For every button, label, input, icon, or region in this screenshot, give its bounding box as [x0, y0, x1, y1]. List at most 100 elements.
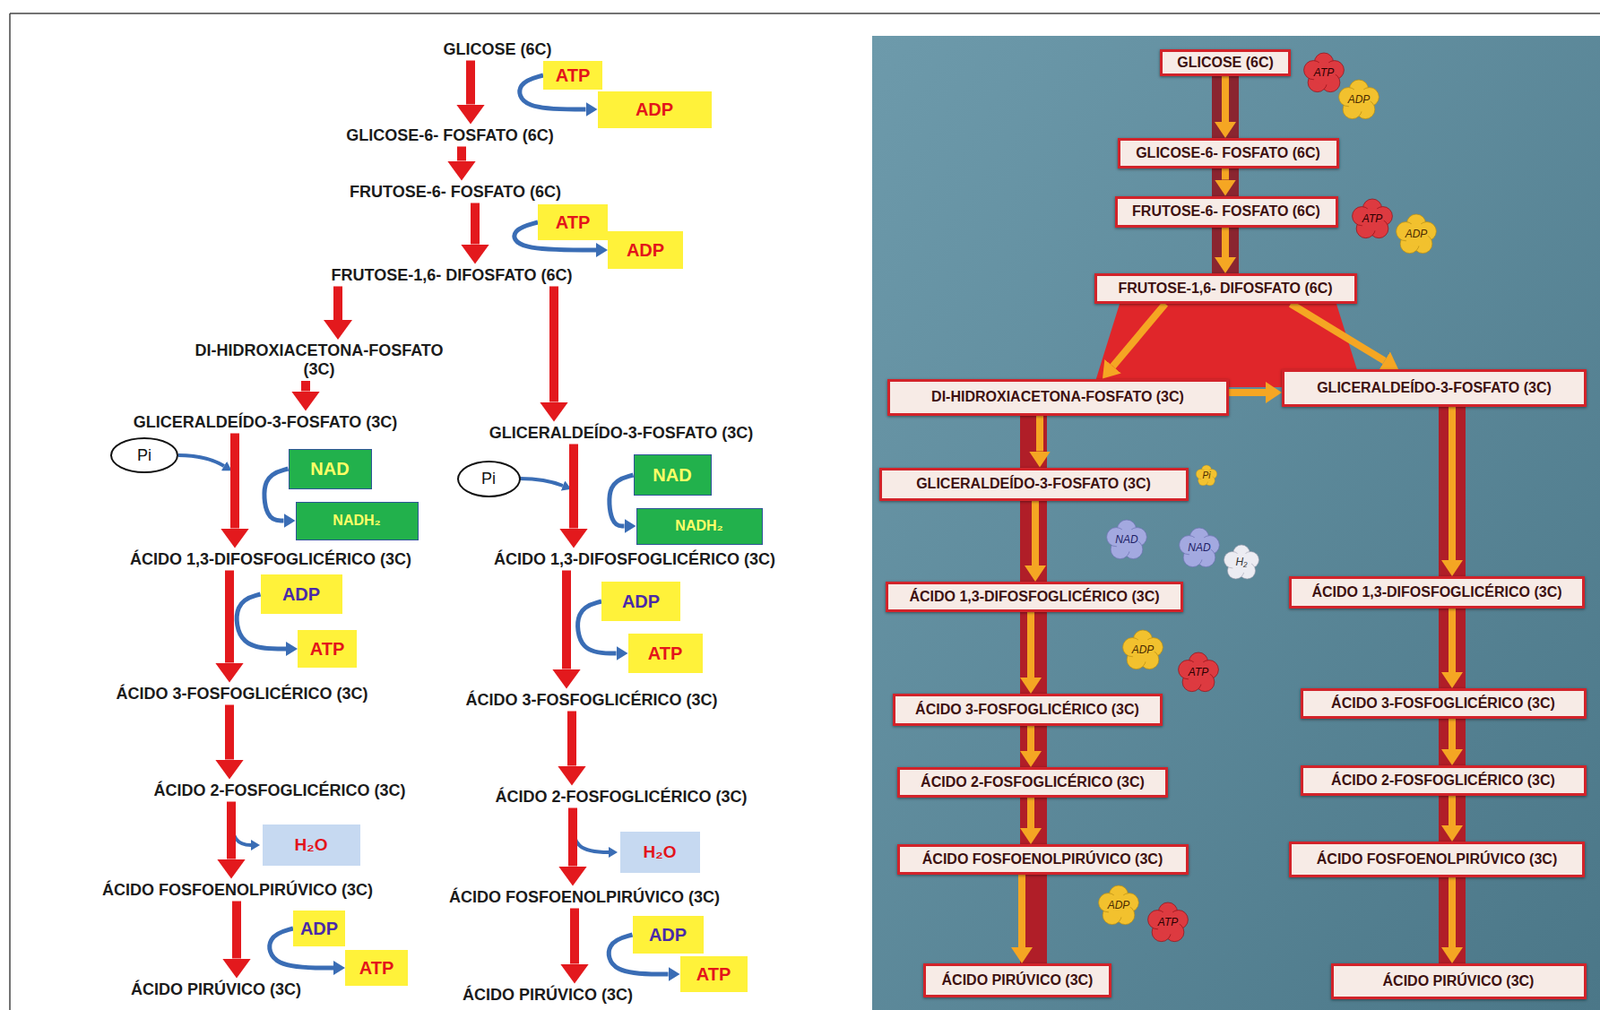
paper-label: ÁCIDO PIRÚVICO (3C): [923, 963, 1112, 998]
paper-label: ÁCIDO 1,3-DIFOSFOGLICÉRICO (3C): [1288, 576, 1585, 609]
label-text: Pi: [137, 446, 152, 466]
label-text: ÁCIDO 3-FOSFOGLICÉRICO (3C): [1331, 695, 1556, 712]
reaction-arrow: [232, 901, 242, 960]
label-text: NAD: [1115, 534, 1138, 547]
model-arrow: [1031, 501, 1039, 567]
cofactor-arrow: [264, 468, 289, 521]
label-text: ADP: [282, 584, 320, 606]
atp-flower: ATP: [1303, 52, 1345, 95]
label-text: ADP: [300, 918, 338, 940]
flower-petal: [1131, 639, 1155, 663]
paper-label: ÁCIDO PIRÚVICO (3C): [1331, 963, 1587, 1000]
label-text: Pi: [1202, 470, 1211, 482]
label-text: NAD: [652, 465, 692, 486]
label-text: GLICOSE-6- FOSFATO (6C): [345, 126, 554, 146]
atp-box: ATP: [680, 956, 748, 993]
model-arrow: [1228, 389, 1267, 397]
compound-label: ÁCIDO 3-FOSFOGLICÉRICO (3C): [461, 689, 722, 712]
label-text: ATP: [1188, 666, 1209, 680]
paper-label: ÁCIDO 2-FOSFOGLICÉRICO (3C): [1300, 765, 1587, 796]
compound-label: ÁCIDO FOSFOENOLPIRÚVICO (3C): [445, 886, 725, 909]
label-text: ÁCIDO FOSFOENOLPIRÚVICO (3C): [922, 851, 1163, 868]
adp-box: ADP: [260, 574, 343, 615]
h2-flower: H₂: [1223, 544, 1260, 581]
atp-box: ATP: [537, 204, 608, 241]
adp-flower: ADP: [1338, 79, 1380, 122]
paper-band: [1211, 62, 1239, 298]
label-text: ATP: [1158, 916, 1178, 930]
label-text: ÁCIDO 3-FOSFOGLICÉRICO (3C): [915, 701, 1140, 718]
phosphate-arrow: [178, 455, 225, 467]
label-text: ADP: [1132, 644, 1155, 658]
label-text: ÁCIDO PIRÚVICO (3C): [942, 972, 1094, 989]
reaction-arrow: [570, 908, 580, 965]
compound-label: ÁCIDO 2-FOSFOGLICÉRICO (3C): [491, 786, 752, 809]
label-text: GLICOSE (6C): [1176, 54, 1274, 71]
compound-label: ÁCIDO PIRÚVICO (3C): [458, 984, 638, 1007]
atp-flower: ATP: [1351, 198, 1393, 241]
atp-flower: ATP: [1147, 902, 1189, 944]
paper-label: GLICOSE (6C): [1159, 49, 1291, 77]
label-text: GLICOSE (6C): [442, 40, 552, 60]
nadh2-box: NADH₂: [295, 501, 419, 541]
compound-label: FRUTOSE-6- FOSFATO (6C): [345, 181, 566, 204]
flower-petal: [1107, 894, 1131, 918]
phosphate-arrow: [519, 478, 563, 486]
label-text: NADH₂: [674, 518, 723, 535]
model-arrow: [1027, 612, 1035, 678]
cofactor-arrow: [609, 475, 634, 527]
label-text: ATP: [359, 958, 395, 979]
model-arrow: [1027, 797, 1035, 829]
label-text: ADP: [1348, 94, 1371, 107]
model-arrow: [1027, 726, 1035, 752]
adp-box: ADP: [597, 91, 712, 129]
model-arrow: [1448, 608, 1456, 673]
nad-flower: NAD: [1178, 527, 1220, 570]
paper-band: [1438, 394, 1466, 978]
reaction-arrow: [568, 808, 578, 867]
model-arrow: [1221, 227, 1229, 259]
reaction-arrow: [333, 286, 343, 321]
label-text: NADH₂: [332, 512, 381, 529]
label-text: H₂O: [294, 835, 329, 856]
label-text: NAD: [1187, 542, 1211, 555]
atp-box: ATP: [345, 950, 408, 986]
label-text: ÁCIDO 1,3-DIFOSFOGLICÉRICO (3C): [908, 588, 1159, 606]
compound-label: ÁCIDO 1,3-DIFOSFOGLICÉRICO (3C): [126, 548, 416, 571]
flower-petal: [1186, 661, 1211, 685]
label-text: FRUTOSE-1,6- DIFOSFATO (6C): [1117, 280, 1332, 297]
photo-background: [872, 35, 1600, 1010]
label-text: ÁCIDO 1,3-DIFOSFOGLICÉRICO (3C): [1311, 584, 1562, 601]
paper-label: ÁCIDO 1,3-DIFOSFOGLICÉRICO (3C): [885, 581, 1184, 613]
label-text: ÁCIDO PIRÚVICO (3C): [1383, 973, 1535, 990]
water-box: H₂O: [262, 824, 361, 866]
compound-label: ÁCIDO 2-FOSFOGLICÉRICO (3C): [149, 779, 410, 803]
model-arrow: [1113, 303, 1166, 367]
compound-label: GLICERALDEÍDO-3-FOSFATO (3C): [485, 422, 758, 445]
adp-flower: ADP: [1395, 214, 1437, 256]
label-text: GLICERALDEÍDO-3-FOSFATO (3C): [489, 423, 753, 443]
reaction-arrow: [457, 147, 467, 162]
adp-flower: ADP: [1098, 885, 1140, 927]
reaction-arrow: [224, 570, 234, 664]
adp-box: ADP: [607, 231, 684, 269]
compound-label: GLICOSE-6- FOSFATO (6C): [342, 124, 558, 148]
reaction-arrow: [567, 711, 577, 767]
nad-box: NAD: [633, 454, 712, 496]
paper-label: GLICOSE-6- FOSFATO (6C): [1117, 138, 1340, 169]
model-arrow: [1221, 168, 1229, 181]
compound-label: ÁCIDO 3-FOSFOGLICÉRICO (3C): [112, 683, 372, 706]
atp-box: ATP: [297, 630, 357, 668]
paper-label: GLICERALDEÍDO-3-FOSFATO (3C): [879, 467, 1189, 502]
flower-petal: [1312, 61, 1336, 86]
reaction-arrow: [569, 444, 579, 529]
label-text: ÁCIDO FOSFOENOLPIRÚVICO (3C): [102, 881, 373, 900]
reaction-arrow: [470, 203, 480, 245]
atp-box: ATP: [628, 633, 703, 674]
label-text: GLICERALDEÍDO-3-FOSFATO (3C): [1316, 380, 1552, 397]
nad-box: NAD: [288, 449, 372, 490]
phosphate-ellipse: Pi: [110, 437, 179, 474]
paper-label: ÁCIDO 3-FOSFOGLICÉRICO (3C): [892, 693, 1163, 727]
label-text: GLICERALDEÍDO-3-FOSFATO (3C): [916, 475, 1151, 493]
label-text: ÁCIDO PIRÚVICO (3C): [130, 980, 302, 1000]
